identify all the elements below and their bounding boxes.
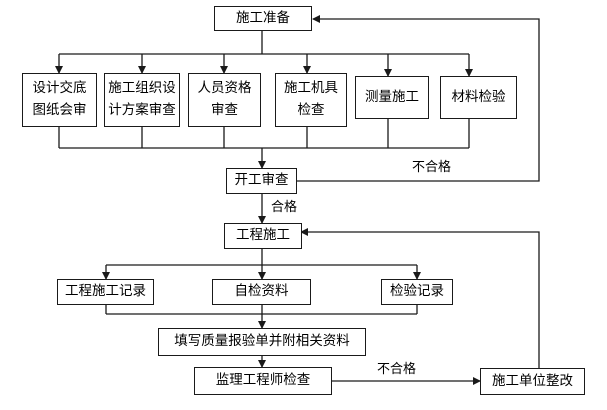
- label-supervisor-fail: 不合格: [377, 362, 417, 377]
- node-start-review: 开工审查: [226, 168, 297, 194]
- node-self-inspection-data: 自检资料: [212, 279, 311, 305]
- node-supervisor-check: 监理工程师检查: [194, 367, 332, 395]
- node-material-inspection: 材料检验: [440, 76, 517, 119]
- node-survey: 测量施工: [355, 76, 429, 119]
- node-quality-report: 填写质量报验单并附相关资料: [158, 328, 366, 356]
- node-construction-record: 工程施工记录: [57, 279, 154, 305]
- node-machinery-check: 施工机具 检查: [275, 73, 347, 127]
- node-rectification: 施工单位整改: [480, 368, 585, 395]
- node-construction: 工程施工: [224, 223, 302, 249]
- label-start-review-fail: 不合格: [412, 160, 452, 175]
- rectification-loop: [300, 228, 540, 368]
- node-org-design-review: 施工组织设 计方案审查: [104, 73, 180, 127]
- start-review-fail-loop: [296, 15, 540, 182]
- label-start-review-pass: 合格: [271, 200, 298, 215]
- node-preparation: 施工准备: [214, 6, 312, 31]
- node-inspection-record: 检验记录: [381, 279, 453, 305]
- node-personnel-review: 人员资格 审查: [188, 73, 261, 127]
- node-design-review: 设计交底 图纸会审: [22, 73, 97, 127]
